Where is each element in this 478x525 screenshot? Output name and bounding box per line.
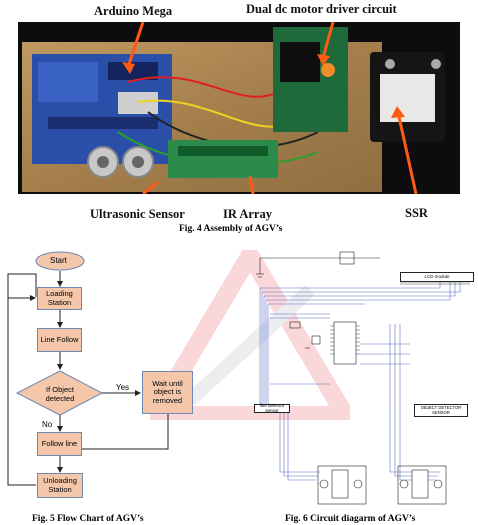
agv-assembly-photo <box>18 22 460 194</box>
figure-5-caption: Fig. 5 Flow Chart of AGV’s <box>32 514 144 524</box>
agv-photo-illustration <box>18 22 460 194</box>
label-arduino-mega: Arduino Mega <box>94 4 172 19</box>
line-detector-sensor-box: line detector sensor <box>254 404 290 413</box>
label-motor-driver: Dual dc motor driver circuit <box>246 2 397 17</box>
flow-unloading-station: Unloading Station <box>37 473 83 498</box>
label-ir-array: IR Array <box>223 207 272 222</box>
object-detector-sensor-box: OBJECT DETECTOR SENSOR <box>414 404 468 417</box>
flow-no-label: No <box>42 420 52 429</box>
flow-yes-label: Yes <box>116 383 129 392</box>
figure-6-caption: Fig. 6 Circuit diagarm of AGV’s <box>285 514 415 524</box>
flow-start: Start <box>50 256 67 265</box>
label-ultrasonic-sensor: Ultrasonic Sensor <box>90 207 185 222</box>
figure-4-caption: Fig. 4 Assembly of AGV’s <box>179 224 282 234</box>
flowchart: Start Loading Station Line Follow If Obj… <box>0 244 205 514</box>
circuit-diagram: LCD module line detector sensor OBJECT D… <box>250 244 478 514</box>
flow-follow-line: Follow line <box>37 432 82 456</box>
flow-loading-station: Loading Station <box>37 287 82 310</box>
lcd-module-box: LCD module <box>400 272 474 282</box>
flow-line-follow: Line Follow <box>37 328 82 352</box>
flow-decision-object: If Object detected <box>38 385 82 403</box>
circuit-wiring <box>250 244 478 514</box>
label-ssr: SSR <box>405 206 428 221</box>
flow-wait-box: Wait until object is removed <box>142 371 193 414</box>
